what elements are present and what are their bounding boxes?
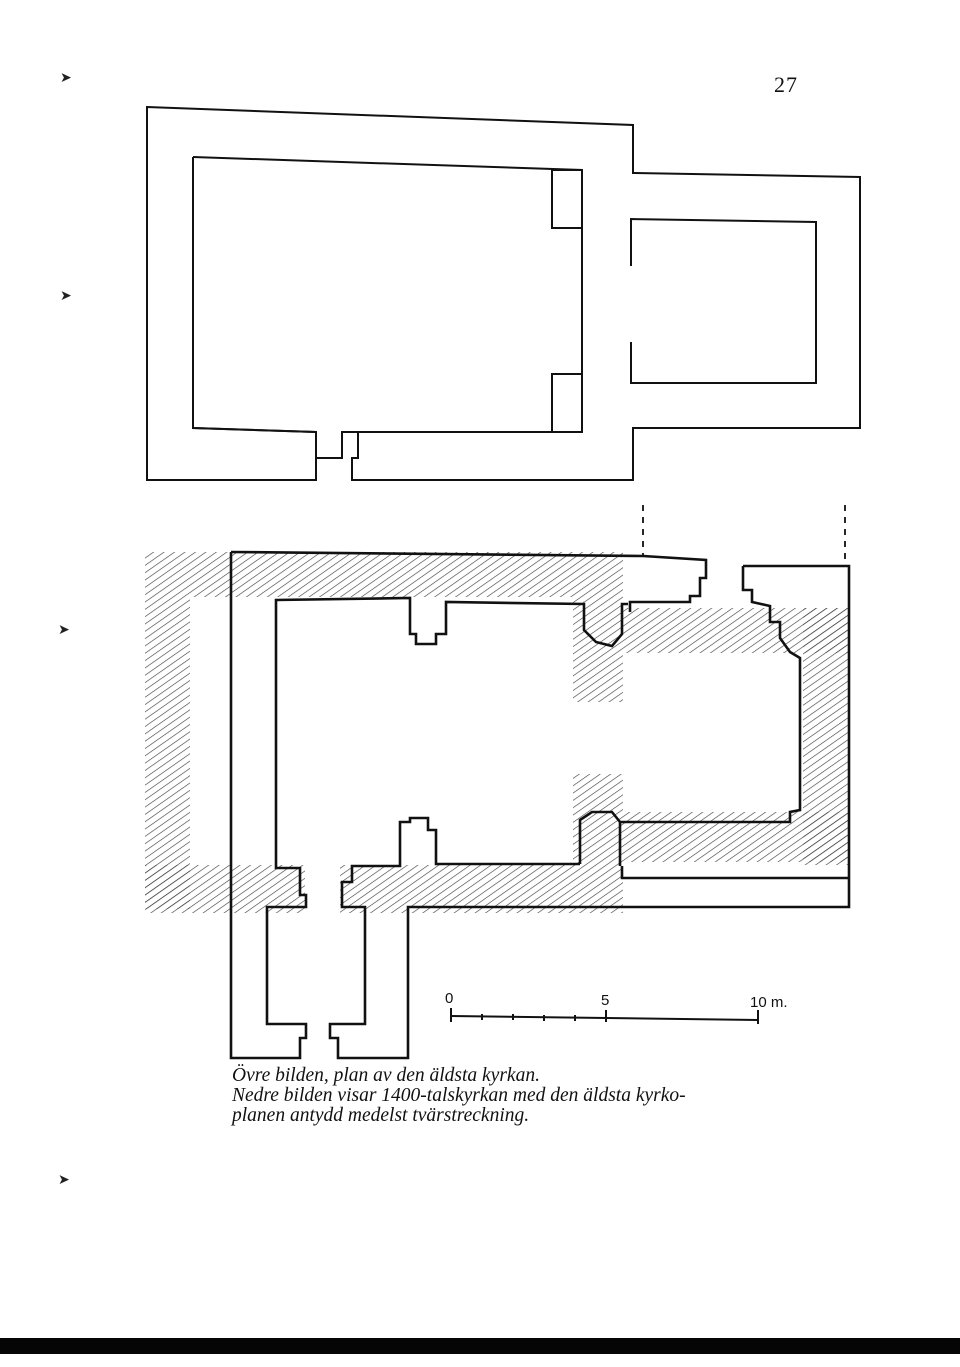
caption-line-1: Övre bilden, plan av den äldsta kyrkan. [232,1065,540,1086]
scale-label-10: 10 m. [750,994,788,1011]
figure-caption: Övre bilden, plan av den äldsta kyrkan. … [232,1066,832,1126]
margin-mark-arrow: ➤ [58,623,70,638]
margin-mark-arrow: ➤ [60,71,72,86]
scan-edge-bar [0,1338,960,1354]
margin-mark-arrow: ➤ [60,289,72,304]
hatched-oldest-plan [145,552,849,913]
scale-label-0: 0 [445,990,453,1007]
scale-bar [450,1008,759,1024]
upper-plan-oldest-church [146,105,861,481]
margin-mark-arrow: ➤ [58,1173,70,1188]
caption-line-2: Nedre bilden visar 1400-talskyrkan med d… [232,1085,686,1106]
page-number: 27 [774,72,798,97]
lower-plan-1400s-church [145,505,851,1060]
scale-label-5: 5 [601,992,609,1009]
caption-line-3: planen antydd medelst tvärstreckning. [232,1105,530,1126]
